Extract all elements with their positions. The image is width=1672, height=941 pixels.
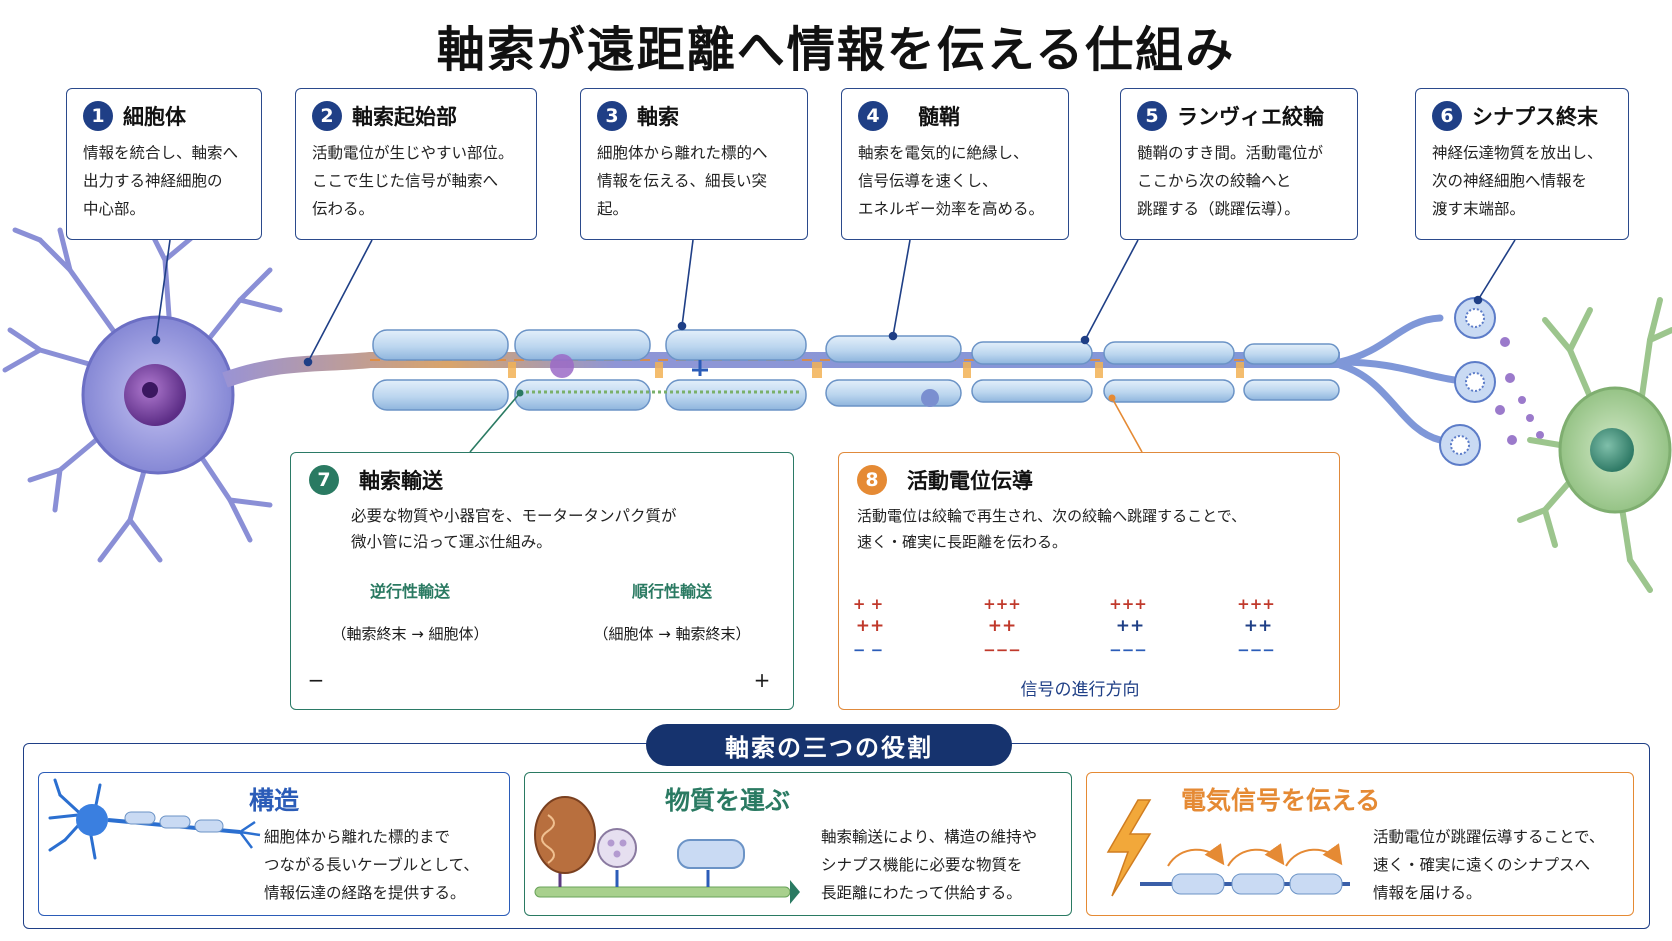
panel-title: 活動電位伝導 (907, 469, 1033, 493)
callout-number: 5 (1137, 101, 1167, 131)
neurotransmitters (1495, 337, 1544, 445)
callout-body: 細胞体から離れた標的へ 情報を伝える、細長い突起。 (597, 144, 768, 218)
roles-title: 軸索の三つの役割 (646, 724, 1012, 766)
callout-number: 3 (597, 101, 627, 131)
role-signal-illustration (1106, 799, 1350, 897)
panel-body: 活動電位は絞輪で再生され、次の絞輪へ跳躍することで、 速く・確実に長距離を伝わる… (857, 507, 1247, 551)
callout-node-of-ranvier: 5 ランヴィエ絞輪 髄鞘のすき間。活動電位が ここから次の絞輪へと 跳躍する（跳躍… (1120, 88, 1358, 240)
panel-title: 軸索輸送 (359, 469, 443, 493)
charge-mid: ++ (987, 616, 1017, 636)
role-title: 物質を運ぶ (665, 786, 791, 815)
callout-body: 活動電位が生じやすい部位。 ここで生じた信号が軸索へ 伝わる。 (312, 144, 514, 218)
role-transport: 物質を運ぶ 軸索輸送により、構造の維持や シナプス機能に必要な物質を 長距離にわ… (524, 772, 1072, 916)
callout-synaptic-terminal: 6 シナプス終末 神経伝達物質を放出し、 次の神経細胞へ情報を 渡す末端部。 (1415, 88, 1629, 240)
role-transport-illustration (534, 796, 800, 904)
panel-axonal-transport: 7 軸索輸送 必要な物質や小器官を、モータータンパク質が 微小管に沿って運ぶ仕組み… (290, 452, 794, 710)
callout-axon: 3 軸索 細胞体から離れた標的へ 情報を伝える、細長い突起。 (580, 88, 808, 240)
callout-number: 1 (83, 101, 113, 131)
charge-top: +++ (983, 595, 1021, 613)
role-title: 構造 (249, 786, 300, 815)
callout-body: 髄鞘のすき間。活動電位が ここから次の絞輪へと 跳躍する（跳躍伝導）。 (1137, 144, 1324, 218)
callout-title: 軸索起始部 (352, 105, 457, 129)
page-title: 軸索が遠距離へ情報を伝える仕組み (436, 22, 1236, 78)
retrograde-label: 逆行性輸送 （軸索終末 → 細胞体） (310, 560, 510, 645)
anterograde-title: 順行性輸送 (631, 582, 712, 601)
retrograde-title: 逆行性輸送 (369, 582, 450, 601)
charge-top: +++ (1109, 595, 1147, 613)
charge-bottom: − − (852, 641, 884, 659)
callout-body: 神経伝達物質を放出し、 次の神経細胞へ情報を 渡す末端部。 (1432, 144, 1603, 218)
axon-terminals (1336, 314, 1459, 444)
role-title: 電気信号を伝える (1181, 786, 1381, 815)
panel-body: 必要な物質や小器官を、モータータンパク質が 微小管に沿って運ぶ仕組み。 (351, 507, 677, 551)
retrograde-subtitle: （軸索終末 → 細胞体） (331, 625, 489, 643)
callout-number: 2 (312, 101, 342, 131)
callout-title: ランヴィエ絞輪 (1177, 105, 1324, 129)
anterograde-label: 順行性輸送 （細胞体 → 軸索終末） (572, 560, 772, 645)
minus-end-label: − (307, 668, 325, 692)
role-structure: 構造 細胞体から離れた標的まで つながる長いケーブルとして、 情報伝達の経路を提… (38, 772, 510, 916)
charge-top: +++ (1237, 595, 1275, 613)
myelin-sheaths (372, 329, 1340, 411)
charge-top: + + (852, 595, 884, 613)
charge-bottom: −−− (983, 641, 1021, 659)
callout-axon-initial-segment: 2 軸索起始部 活動電位が生じやすい部位。 ここで生じた信号が軸索へ 伝わる。 (295, 88, 537, 240)
charge-bottom: −−− (1109, 641, 1147, 659)
role-body: 活動電位が跳躍伝導することで、 速く・確実に遠くのシナプスへ 情報を届ける。 (1373, 828, 1605, 902)
callout-cell-body: 1 細胞体 情報を統合し、軸索へ 出力する神経細胞の 中心部。 (66, 88, 262, 240)
panel-action-potential-conduction: 8 活動電位伝導 活動電位は絞輪で再生され、次の絞輪へ跳躍することで、 速く・確実… (838, 452, 1340, 710)
callout-body: 軸索を電気的に絶縁し、 信号伝導を速くし、 エネルギー効率を高める。 (858, 144, 1045, 218)
callout-myelin: 4 髄鞘 軸索を電気的に絶縁し、 信号伝導を速くし、 エネルギー効率を高める。 (841, 88, 1069, 240)
role-body: 細胞体から離れた標的まで つながる長いケーブルとして、 情報伝達の経路を提供する… (264, 828, 479, 902)
role-structure-illustration (48, 778, 261, 860)
charge-mid: ++ (1115, 616, 1145, 636)
panel-number: 8 (857, 465, 887, 495)
plus-end-label: + (753, 668, 771, 692)
charge-bottom: −−− (1237, 641, 1275, 659)
role-electrical-signal: 電気信号を伝える 活動電位が跳躍伝導することで、 速く・確実に遠くのシナプスへ … (1086, 772, 1634, 916)
panel-number: 7 (309, 465, 339, 495)
callout-number: 4 (858, 101, 888, 131)
anterograde-subtitle: （細胞体 → 軸索終末） (593, 625, 751, 643)
callout-number: 6 (1432, 101, 1462, 131)
signal-direction-label: 信号の進行方向 (1020, 680, 1140, 700)
callout-title: 髄鞘 (918, 105, 960, 129)
role-body: 軸索輸送により、構造の維持や シナプス機能に必要な物質を 長距離にわたって供給す… (821, 828, 1038, 902)
synaptic-boutons (1439, 297, 1496, 466)
charge-mid: ++ (1243, 616, 1273, 636)
callout-body: 情報を統合し、軸索へ 出力する神経細胞の 中心部。 (83, 144, 239, 218)
callout-title: 軸索 (637, 105, 679, 129)
callout-leaders (151, 239, 1516, 367)
callout-title: シナプス終末 (1472, 105, 1598, 129)
charge-mid: ++ (855, 616, 885, 636)
callout-title: 細胞体 (123, 105, 186, 129)
